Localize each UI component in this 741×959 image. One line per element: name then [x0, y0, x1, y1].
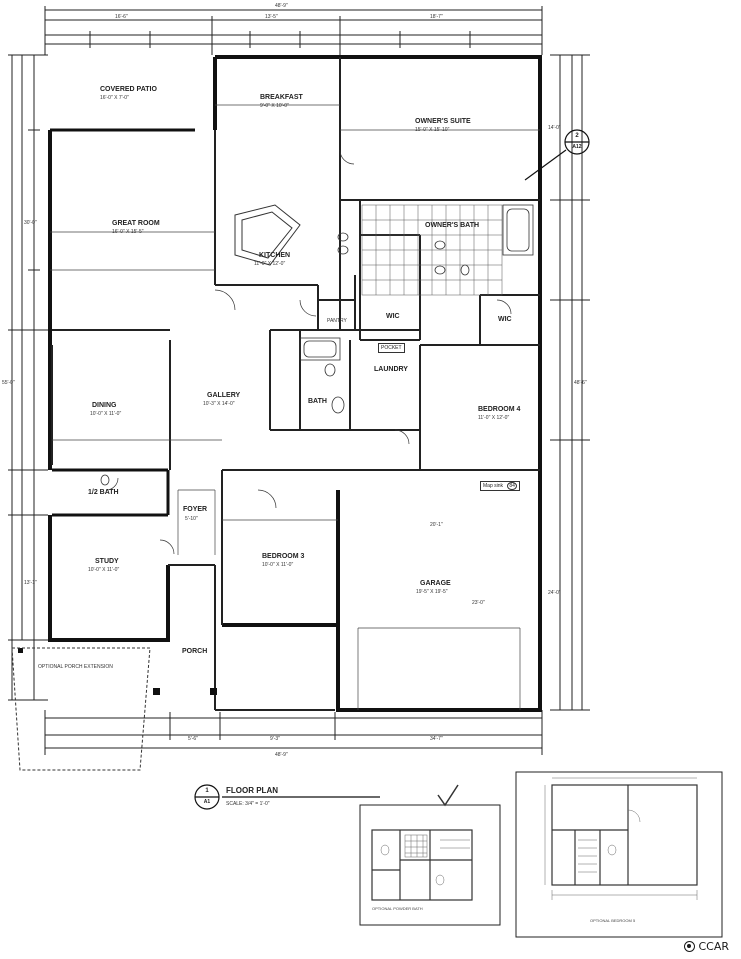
- map-sink-number: 84: [507, 482, 517, 490]
- half-bath-label: 1/2 BATH: [88, 489, 119, 496]
- optional-bedroom-5-caption: OPTIONAL BEDROOM 5: [590, 918, 636, 923]
- dim-right-2: 24'-0": [548, 590, 561, 596]
- title-block-sheet: A1: [203, 799, 211, 805]
- ccar-watermark-text: CCAR: [698, 940, 729, 953]
- bedroom-3-label: BEDROOM 3: [262, 553, 305, 560]
- optional-porch-label: OPTIONAL PORCH EXTENSION: [38, 664, 113, 670]
- dim-bottom-2: 9'-3": [270, 736, 280, 742]
- bedroom-4-label: BEDROOM 4: [478, 406, 521, 413]
- foyer-label: FOYER: [183, 506, 208, 513]
- dim-bottom-3: 34'-7": [430, 736, 443, 742]
- floor-plan-scale: SCALE: 3/4" = 1'-0": [226, 801, 270, 807]
- wic-label-2: WIC: [498, 316, 512, 323]
- gallery-size: 10'-3" X 14'-0": [203, 401, 235, 407]
- study-label: STUDY: [95, 558, 119, 565]
- map-sink-tag: Map sink 84: [480, 481, 520, 491]
- ccar-logo-icon: [684, 941, 696, 952]
- title-block-number: 1: [205, 788, 209, 794]
- kitchen-size: 11'-0" X 12'-0": [254, 261, 286, 267]
- foyer-size: 5'-10": [185, 516, 198, 522]
- dim-left-2: 13'-1": [24, 580, 37, 586]
- breakfast-size: 9'-0" X 10'-0": [260, 103, 289, 109]
- great-room-label: GREAT ROOM: [112, 220, 160, 227]
- dim-garage-depth: 23'-0": [472, 600, 485, 606]
- dim-bottom-overall: 48'-9": [275, 752, 288, 758]
- dim-right-1: 14'-0": [548, 125, 561, 131]
- dim-garage-width: 20'-1": [430, 522, 443, 528]
- ccar-watermark: CCAR: [684, 940, 729, 953]
- bath-label: BATH: [308, 398, 327, 405]
- garage-label: GARAGE: [420, 580, 451, 587]
- detail-callout-sheet: A12: [572, 144, 582, 150]
- bedroom-4-size: 11'-0" X 12'-0": [478, 415, 510, 421]
- covered-patio-label: COVERED PATIO: [100, 86, 157, 93]
- study-size: 10'-0" X 11'-0": [88, 567, 120, 573]
- dim-right-overall: 48'-6": [574, 380, 587, 386]
- breakfast-label: BREAKFAST: [260, 94, 303, 101]
- dim-top-3: 18'-7": [430, 14, 443, 20]
- wic-label: WIC: [386, 313, 400, 320]
- dim-left-overall: 55'-0": [2, 380, 15, 386]
- dim-top-overall: 48'-9": [275, 3, 288, 9]
- dim-top-2: 13'-5": [265, 14, 278, 20]
- garage-size: 19'-5" X 19'-5": [416, 589, 448, 595]
- dining-size: 10'-0" X 11'-0": [90, 411, 122, 417]
- pantry-label: PANTRY: [327, 318, 347, 324]
- bedroom-3-size: 10'-0" X 11'-0": [262, 562, 294, 568]
- floor-plan-title: FLOOR PLAN: [226, 786, 278, 795]
- kitchen-label: KITCHEN: [259, 252, 291, 259]
- gallery-label: GALLERY: [207, 392, 241, 399]
- dining-label: DINING: [92, 402, 117, 409]
- owners-suite-label: OWNER'S SUITE: [415, 118, 471, 125]
- dim-left-1: 30'-0": [24, 220, 37, 226]
- great-room-size: 16'-0" X 15'-5": [112, 229, 144, 235]
- owners-bath-label: OWNER'S BATH: [425, 222, 480, 229]
- laundry-label: LAUNDRY: [374, 366, 408, 373]
- pocket-door-tag: POCKET: [378, 343, 405, 353]
- dim-top-1: 16'-6": [115, 14, 128, 20]
- porch-label: PORCH: [182, 648, 208, 655]
- dim-bottom-1: 5'-6": [188, 736, 198, 742]
- map-sink-text: Map sink: [483, 483, 504, 489]
- covered-patio-size: 16'-0" X 7'-0": [100, 95, 129, 101]
- detail-callout-number: 2: [575, 133, 579, 139]
- owners-suite-size: 15'-0" X 15'-10": [415, 127, 450, 133]
- optional-powder-bath-caption: OPTIONAL POWDER BATH: [372, 906, 423, 911]
